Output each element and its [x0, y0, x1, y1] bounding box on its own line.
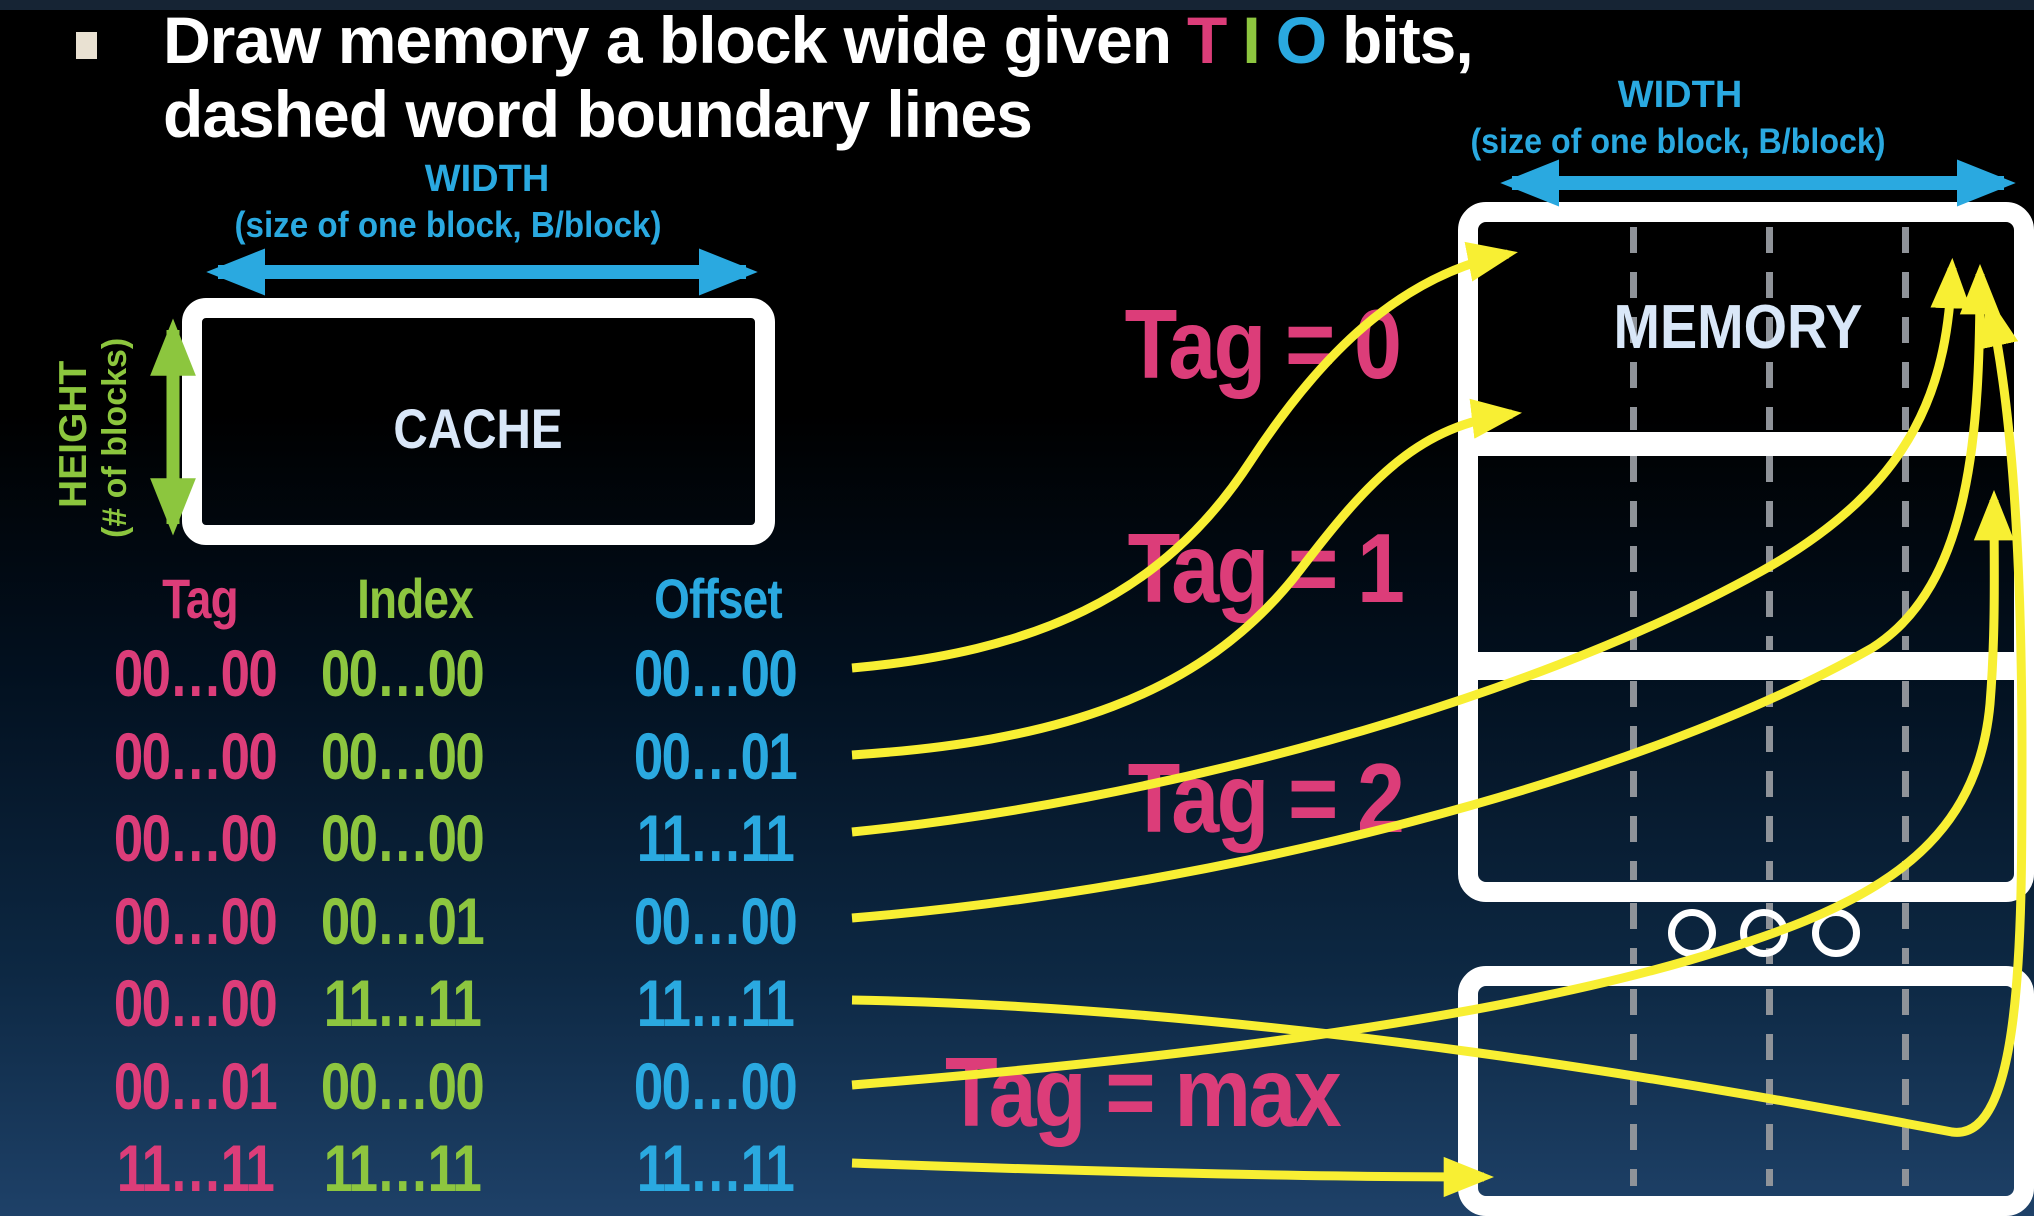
dashed-word-boundary: [1902, 903, 1909, 964]
addr-cell: 00…00: [320, 636, 485, 710]
tag-label-0: Tag = 0: [1124, 289, 1402, 399]
tio-letter-o: O: [1275, 3, 1327, 77]
table-row: 00…00 00…01 00…00: [0, 883, 900, 958]
tag-label-1: Tag = 1: [1127, 513, 1405, 623]
addr-cell: 00…00: [633, 1048, 798, 1123]
table-row: 11…11 11…11 11…11: [0, 1130, 900, 1205]
addr-cell: 00…00: [113, 718, 278, 793]
dashed-word-boundary: [1766, 456, 1773, 650]
dashed-word-boundary: [1766, 681, 1773, 880]
addr-cell: 11…11: [636, 1131, 795, 1205]
cache-height-sublabel: (# of blocks): [96, 337, 134, 538]
table-header-tag: Tag: [162, 567, 239, 630]
addr-cell: 11…11: [116, 1131, 275, 1205]
memory-block-divider: [1478, 432, 2014, 456]
table-row: 00…00 00…00 00…01: [0, 718, 900, 793]
cache-height-label: HEIGHT: [52, 360, 95, 508]
table-row: 00…00 00…00 00…00: [0, 635, 900, 710]
tio-letter-i: I: [1242, 3, 1260, 77]
memory-block-divider: [1478, 652, 2014, 680]
memory-box-lower: [1458, 966, 2034, 1216]
addr-cell: 11…11: [323, 966, 482, 1040]
addr-cell: 11…11: [636, 966, 795, 1040]
dashed-word-boundary: [1766, 989, 1773, 1186]
dashed-word-boundary: [1630, 989, 1637, 1186]
continuation-dot: [1812, 909, 1860, 957]
arrow-row7: [851, 1156, 1495, 1198]
addr-cell: 00…00: [320, 1048, 485, 1123]
bullet-icon: [76, 32, 97, 59]
table-header-offset: Offset: [654, 567, 783, 630]
dashed-word-boundary: [1902, 456, 1909, 650]
title-text-post: bits,: [1342, 3, 1474, 77]
addr-cell: 00…01: [113, 1048, 278, 1123]
addr-cell: 11…11: [636, 801, 795, 875]
tag-label-2: Tag = 2: [1127, 743, 1405, 853]
addr-cell: 11…11: [323, 1131, 482, 1205]
addr-cell: 00…00: [320, 718, 485, 793]
addr-cell: 00…00: [113, 966, 278, 1040]
addr-cell: 00…00: [633, 636, 798, 710]
memory-width-sublabel: (size of one block, B/block): [1470, 122, 1886, 161]
addr-cell: 00…00: [633, 883, 798, 958]
memory-width-label: WIDTH: [1617, 74, 1743, 116]
table-row: 00…00 11…11 11…11: [0, 965, 900, 1040]
addr-cell: 00…00: [320, 801, 485, 875]
cache-box-label: CACHE: [393, 397, 563, 460]
dashed-word-boundary: [1630, 456, 1637, 650]
table-row: 00…01 00…00 00…00: [0, 1048, 900, 1123]
dashed-word-boundary: [1902, 681, 1909, 880]
table-row: 00…00 00…00 11…11: [0, 800, 900, 875]
dashed-word-boundary: [1630, 903, 1637, 964]
addr-cell: 00…00: [113, 801, 278, 875]
continuation-dot: [1740, 909, 1788, 957]
cache-width-label: WIDTH: [424, 158, 550, 200]
tio-letter-t: T: [1187, 3, 1227, 77]
continuation-dot: [1668, 909, 1716, 957]
title-text-pre: Draw memory a block wide given: [163, 3, 1172, 77]
tag-label-3: Tag = max: [944, 1037, 1342, 1147]
addr-cell: 00…01: [320, 883, 485, 958]
addr-cell: 00…00: [113, 636, 278, 710]
dashed-word-boundary: [1902, 989, 1909, 1186]
addr-cell: 00…01: [633, 718, 798, 793]
top-accent-bar: [0, 0, 2034, 10]
table-header-index: Index: [357, 567, 474, 630]
slide-title-line2: dashed word boundary lines: [163, 77, 1033, 151]
dashed-word-boundary: [1630, 681, 1637, 880]
memory-box-label: MEMORY: [1613, 293, 1863, 362]
addr-cell: 00…00: [113, 883, 278, 958]
cache-width-sublabel: (size of one block, B/block): [234, 204, 662, 245]
